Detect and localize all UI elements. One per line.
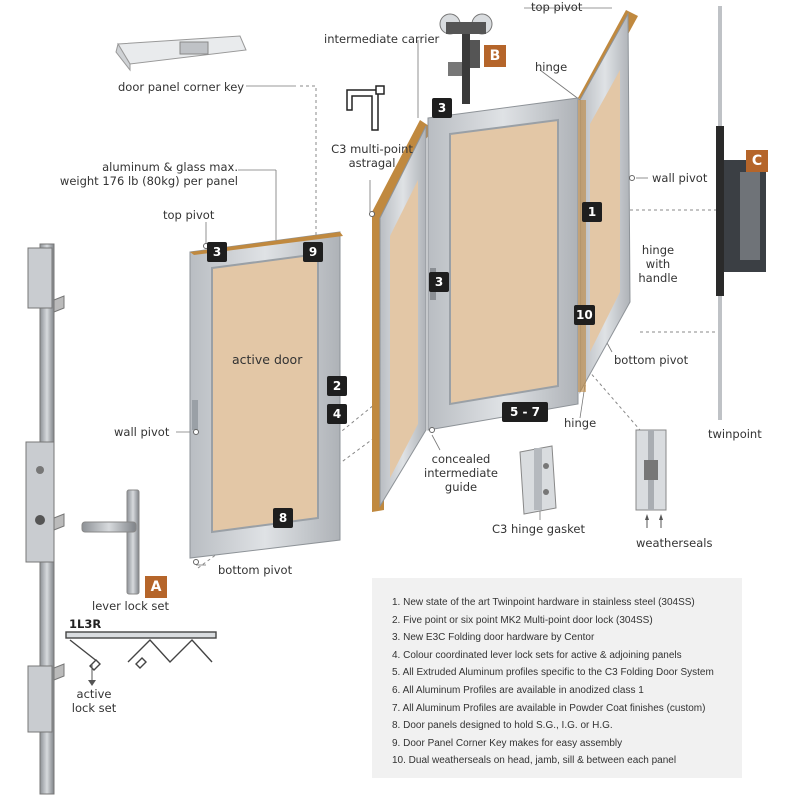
- badge-9: 9: [303, 242, 323, 262]
- label-weight-line2: weight 176 lb (80kg) per panel: [59, 174, 238, 188]
- feature-item: 7. All Aluminum Profiles are available i…: [392, 702, 706, 714]
- label-wall-pivot-left: wall pivot: [114, 425, 170, 439]
- twinpoint-hardware: [716, 6, 766, 420]
- badge-3-middle: 3: [429, 272, 449, 292]
- label-concealed-guide: concealed intermediate guide: [422, 452, 500, 494]
- label-top-pivot-right: top pivot: [531, 0, 583, 14]
- label-weight-line1: aluminum & glass max.: [102, 160, 238, 174]
- label-wall-pivot-right: wall pivot: [652, 171, 708, 185]
- label-twinpoint: twinpoint: [708, 427, 762, 441]
- label-door-panel-corner-key: door panel corner key: [118, 80, 245, 94]
- badge-5-7: 5 - 7: [502, 402, 549, 422]
- feature-item: 10. Dual weatherseals on head, jamb, sil…: [392, 755, 677, 767]
- label-active-lock-line2: lock set: [71, 701, 117, 715]
- feature-item: 8. Door panels designed to hold S.G., I.…: [392, 720, 613, 732]
- hinge-gasket-part: [519, 445, 557, 515]
- feature-item: 2. Five point or six point MK2 Multi-poi…: [392, 614, 653, 626]
- label-hinge-handle-line3: handle: [638, 271, 678, 285]
- callout-a: A: [145, 576, 167, 598]
- label-hinge-with-handle: hinge with handle: [626, 243, 690, 285]
- features-list: 1. New state of the art Twinpoint hardwa…: [392, 594, 732, 770]
- feature-item: 9. Door Panel Corner Key makes for easy …: [392, 737, 623, 749]
- label-bottom-pivot-left: bottom pivot: [218, 563, 293, 577]
- fold-config-diagram: [65, 631, 217, 671]
- feature-item: 1. New state of the art Twinpoint hardwa…: [392, 597, 695, 608]
- badge-1: 1: [582, 202, 602, 222]
- lever-handle: [81, 489, 140, 595]
- folding-panel-right: [578, 10, 638, 394]
- label-config-code: 1L3R: [69, 617, 102, 631]
- active-door-panel: [189, 231, 343, 559]
- label-guide-line1: concealed: [431, 452, 491, 466]
- intermediate-carrier-hardware: [439, 13, 493, 104]
- folding-panel-middle: [427, 97, 579, 431]
- label-guide-line3: guide: [444, 480, 478, 494]
- leader-dots: [193, 175, 635, 565]
- features-notes-panel: 1. New state of the art Twinpoint hardwa…: [372, 578, 742, 778]
- badge-10: 10: [574, 305, 595, 325]
- badge-2: 2: [327, 376, 347, 396]
- badge-8: 8: [273, 508, 293, 528]
- folding-panel-left: [372, 120, 432, 512]
- weatherseal-part: [635, 429, 667, 511]
- label-active-lock-line1: active: [76, 687, 112, 701]
- feature-item: 4. Colour coordinated lever lock sets fo…: [392, 649, 682, 661]
- label-weight: aluminum & glass max. weight 176 lb (80k…: [44, 160, 238, 188]
- multipoint-lock-strip: [25, 243, 65, 795]
- feature-item: 6. All Aluminum Profiles are available i…: [392, 684, 644, 696]
- label-hinge-handle-line2: with: [645, 257, 671, 271]
- feature-item: 3. New E3C Folding door hardware by Cent…: [392, 632, 595, 644]
- label-hinge-top: hinge: [535, 60, 568, 74]
- callout-c: C: [746, 150, 768, 172]
- label-active-lock-set: active lock set: [64, 687, 124, 715]
- label-lever-lock-set: lever lock set: [92, 599, 169, 613]
- feature-item: 5. All Extruded Aluminum profiles specif…: [392, 667, 714, 679]
- astragal-profile: [346, 89, 379, 131]
- label-intermediate-carrier: intermediate carrier: [324, 32, 440, 46]
- label-c3-astragal: C3 multi-point astragal: [324, 142, 420, 170]
- label-c3-astragal-line2: astragal: [348, 156, 396, 170]
- label-hinge-bottom: hinge: [564, 416, 597, 430]
- label-weatherseals: weatherseals: [636, 536, 713, 550]
- label-c3-hinge-gasket: C3 hinge gasket: [492, 522, 585, 536]
- label-c3-astragal-line1: C3 multi-point: [331, 142, 413, 156]
- label-guide-line2: intermediate: [424, 466, 498, 480]
- badge-3-top: 3: [432, 98, 452, 118]
- astragal-clip: [375, 85, 385, 95]
- label-bottom-pivot-right: bottom pivot: [614, 353, 689, 367]
- label-hinge-handle-line1: hinge: [641, 243, 675, 257]
- label-active-door: active door: [232, 352, 303, 367]
- badge-4: 4: [327, 404, 347, 424]
- weatherseal-arrows: [645, 514, 663, 528]
- callout-b: B: [484, 45, 506, 67]
- label-top-pivot-left: top pivot: [163, 208, 215, 222]
- badge-3-left: 3: [207, 242, 227, 262]
- active-lock-arrowhead: [88, 680, 96, 686]
- corner-key-part: [115, 35, 247, 72]
